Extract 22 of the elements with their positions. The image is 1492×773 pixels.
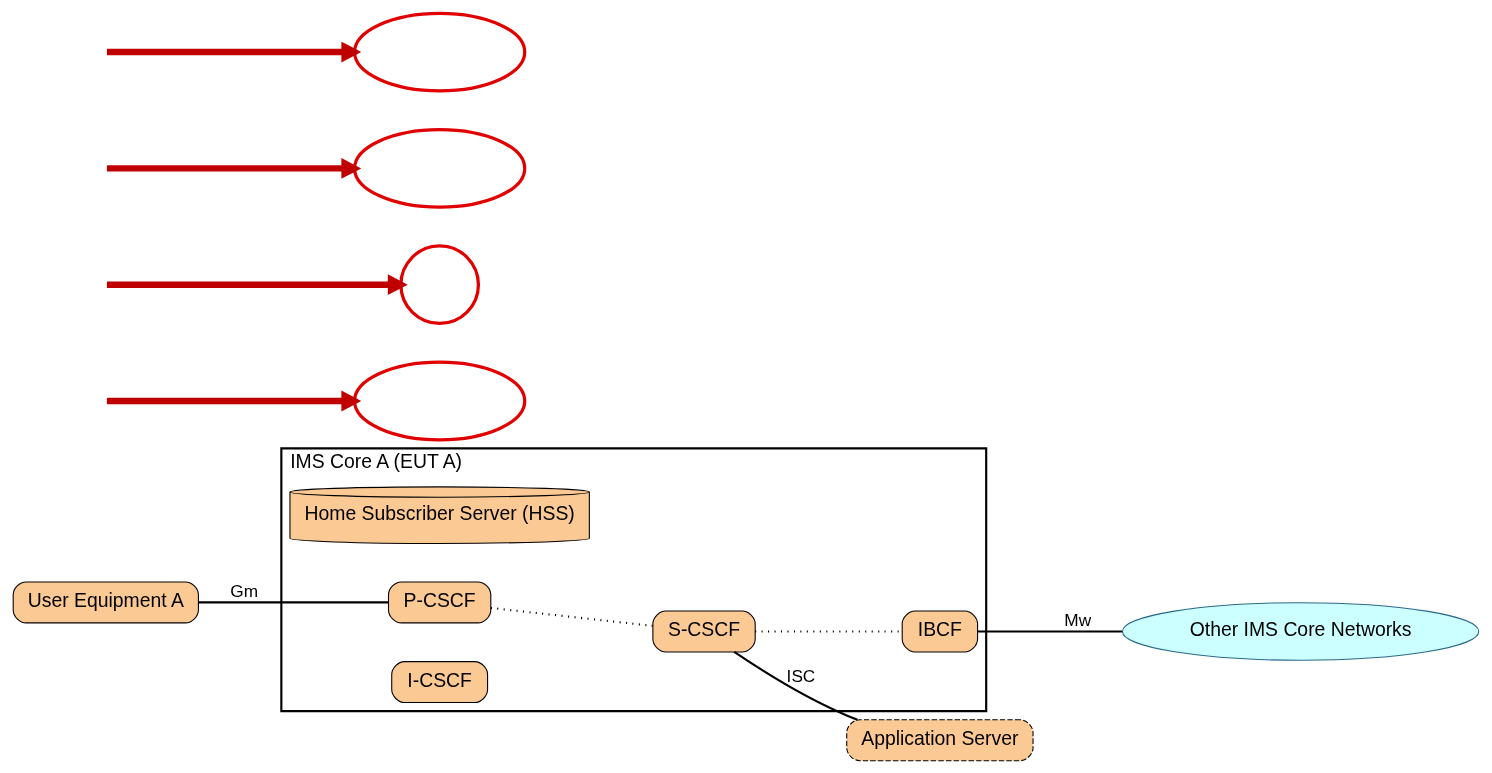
node-box: IBCF	[901, 609, 979, 652]
node-box: S-CSCF	[652, 609, 756, 652]
edge-label: ISC	[786, 665, 816, 686]
edge-label: Mw	[1064, 609, 1092, 630]
node-box: P-CSCF	[387, 580, 492, 623]
node-ellipse	[352, 360, 527, 441]
node-ellipse	[352, 127, 527, 209]
node-box: I-CSCF	[391, 660, 489, 703]
node-ellipse: Other IMS Core Networks	[1121, 601, 1480, 661]
node-ellipse	[352, 11, 527, 92]
node-box: User Equipment A	[12, 580, 199, 623]
arrow	[106, 41, 362, 62]
node-circle	[399, 243, 481, 325]
connector	[977, 629, 1123, 633]
arrow	[106, 157, 362, 179]
connector	[490, 606, 653, 627]
connector	[198, 600, 389, 603]
arrow	[106, 273, 408, 295]
edge-label: Gm	[230, 580, 259, 601]
connector	[733, 650, 858, 721]
arrow	[106, 390, 362, 411]
node-box: Application Server	[846, 718, 1034, 761]
